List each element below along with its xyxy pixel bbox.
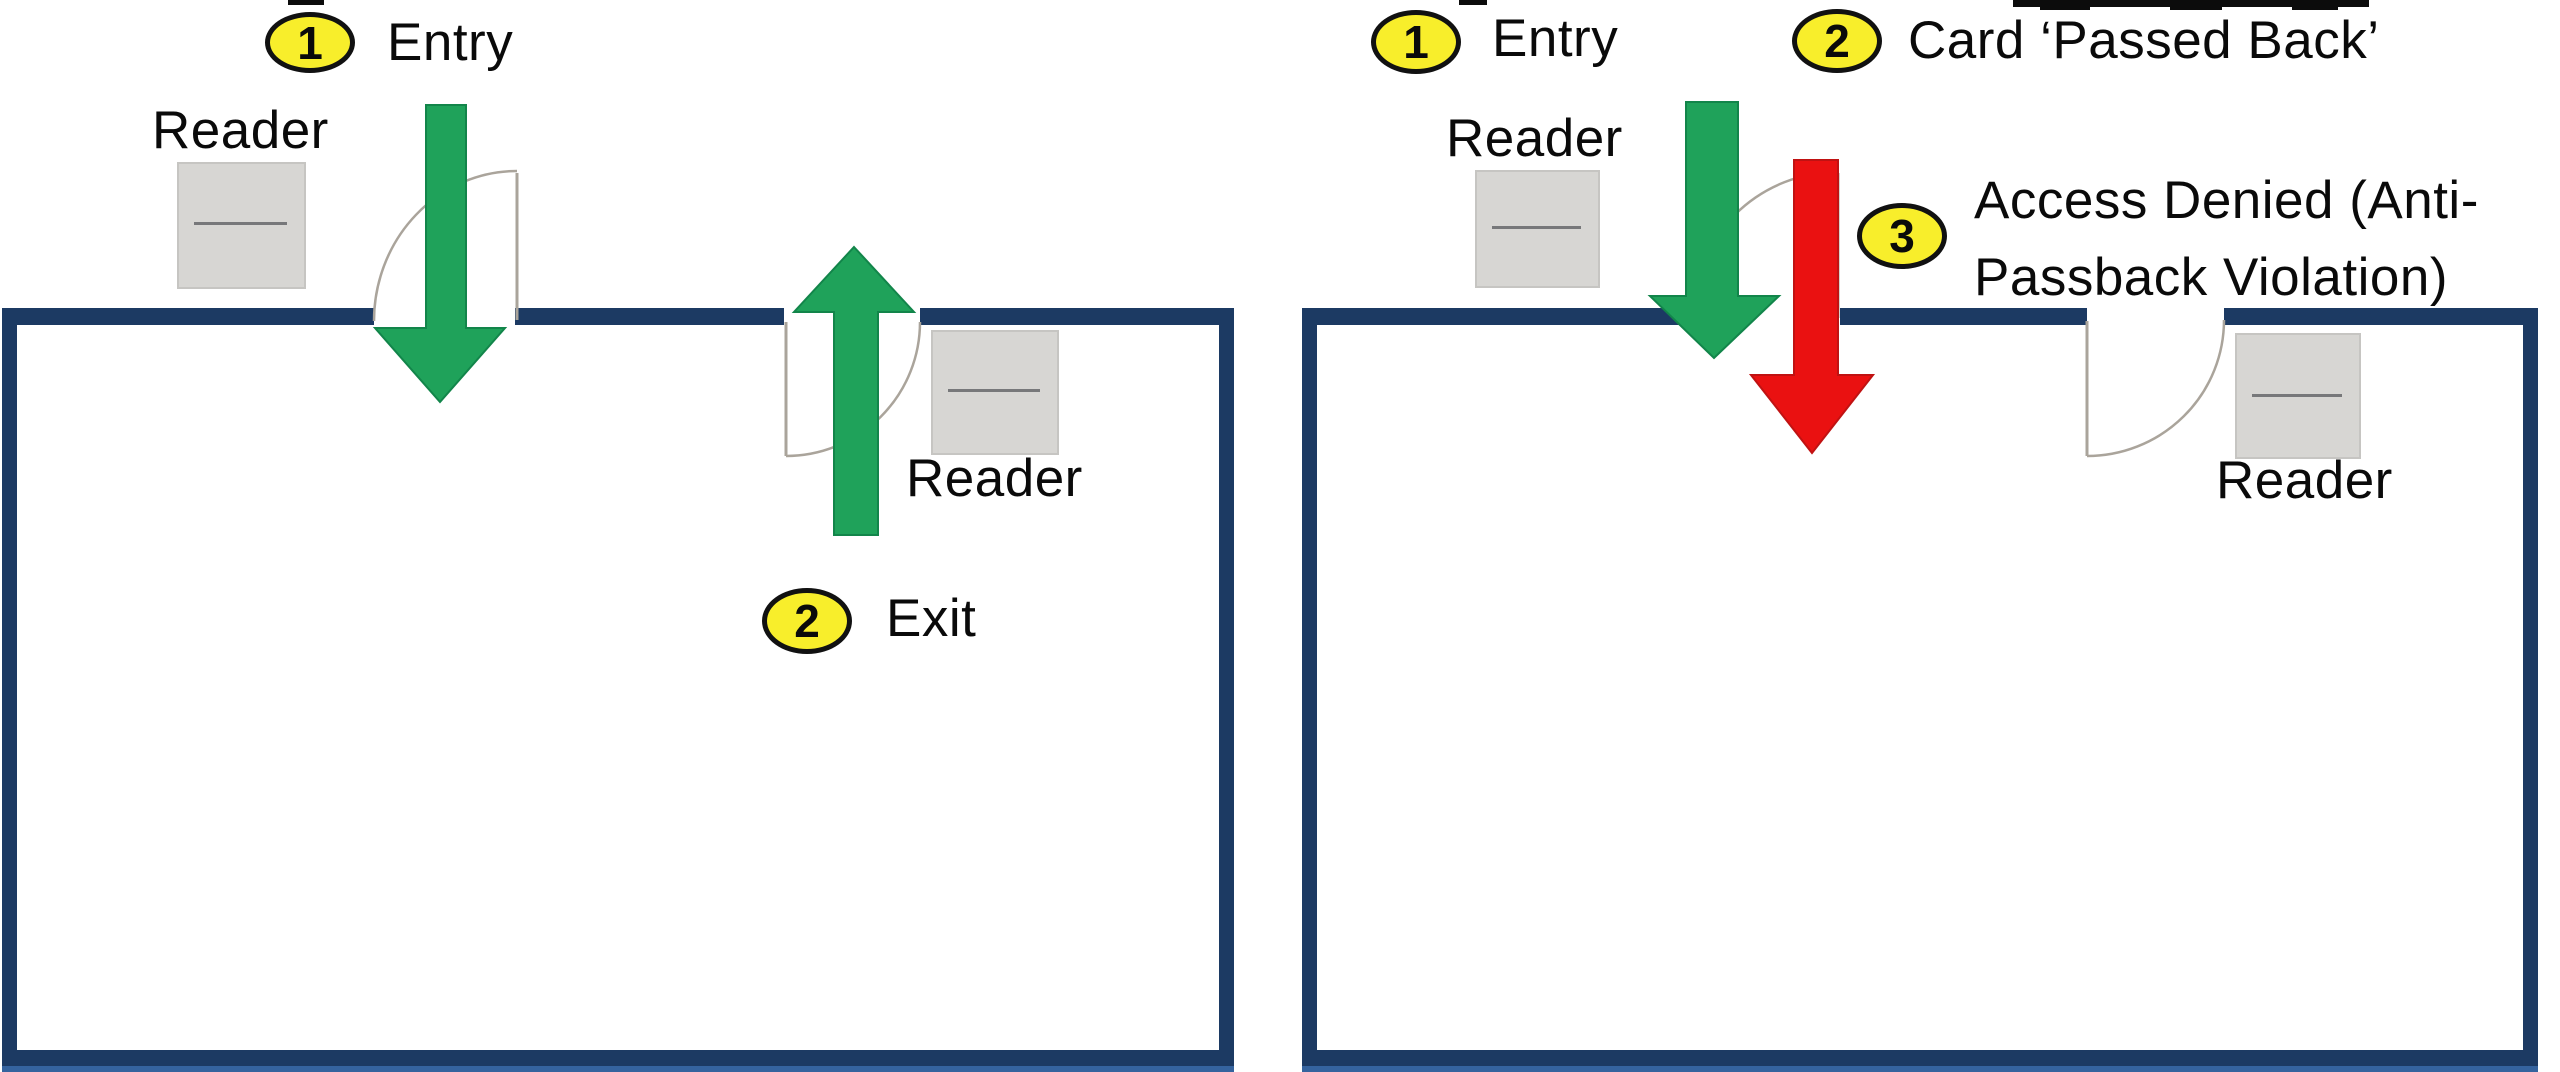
crop-artifact	[2170, 0, 2222, 10]
step-number: 2	[1824, 15, 1850, 67]
wall-segment	[515, 308, 784, 325]
card-slot	[194, 222, 287, 225]
right-entry-reader-label: Reader	[1446, 109, 1623, 168]
right-entry-reader-device	[1475, 170, 1600, 288]
left-step-1-badge: 1	[265, 12, 355, 73]
right-step-3-badge: 3	[1857, 203, 1947, 269]
right-step-1-badge: 1	[1371, 10, 1461, 74]
left-entry-reader-label: Reader	[152, 101, 329, 160]
left-exit-door-arc	[785, 321, 922, 458]
crop-artifact	[288, 0, 324, 5]
step-number: 2	[794, 595, 820, 647]
wall-edge	[2, 1066, 1234, 1072]
step-number: 1	[297, 16, 323, 69]
left-exit-reader-label: Reader	[906, 449, 1083, 508]
wall-edge	[1302, 1066, 2538, 1072]
left-entry-arrow-icon	[372, 104, 508, 404]
wall-segment	[1302, 308, 1317, 1072]
crop-artifact	[2040, 0, 2090, 10]
right-exit-reader-label: Reader	[2216, 451, 2393, 510]
right-passback-label: Card ‘Passed Back’	[1908, 11, 2380, 70]
wall-segment	[920, 308, 1234, 325]
left-entry-reader-device	[177, 162, 306, 289]
crop-artifact	[1459, 0, 1487, 5]
step-number: 1	[1403, 16, 1429, 68]
right-entry-arrow-icon	[1647, 101, 1782, 360]
step-number: 3	[1889, 210, 1915, 262]
card-slot	[1491, 226, 1582, 229]
left-exit-reader-device	[931, 330, 1059, 455]
right-room-walls	[1302, 308, 2538, 1072]
left-entry-door-arc	[372, 169, 518, 322]
wall-segment	[1219, 308, 1234, 1072]
denied-label-line-1: Access Denied (Anti-	[1974, 171, 2479, 230]
right-exit-door-arc	[2086, 319, 2226, 458]
crop-artifact	[2292, 0, 2338, 10]
left-exit-label: Exit	[886, 589, 977, 648]
left-entry-label: Entry	[387, 13, 514, 72]
right-passback-arrow-icon	[1748, 159, 1876, 455]
wall-segment	[2, 308, 17, 1072]
card-slot	[2251, 394, 2342, 397]
right-exit-reader-device	[2235, 333, 2361, 459]
right-step-2-badge: 2	[1792, 9, 1882, 73]
card-slot	[947, 389, 1040, 392]
wall-segment	[1302, 308, 1692, 325]
left-step-2-badge: 2	[762, 588, 852, 654]
wall-segment	[2, 308, 374, 325]
right-entry-label: Entry	[1492, 9, 1619, 68]
right-denied-label: Access Denied (Anti- Passback Violation)	[1974, 162, 2479, 316]
wall-segment	[2224, 308, 2538, 325]
denied-label-line-2: Passback Violation)	[1974, 248, 2449, 307]
left-exit-arrow-icon	[791, 245, 917, 536]
wall-segment	[1840, 308, 2087, 325]
wall-segment	[2523, 308, 2538, 1072]
wall-bottom-highlight	[2, 1066, 2538, 1072]
